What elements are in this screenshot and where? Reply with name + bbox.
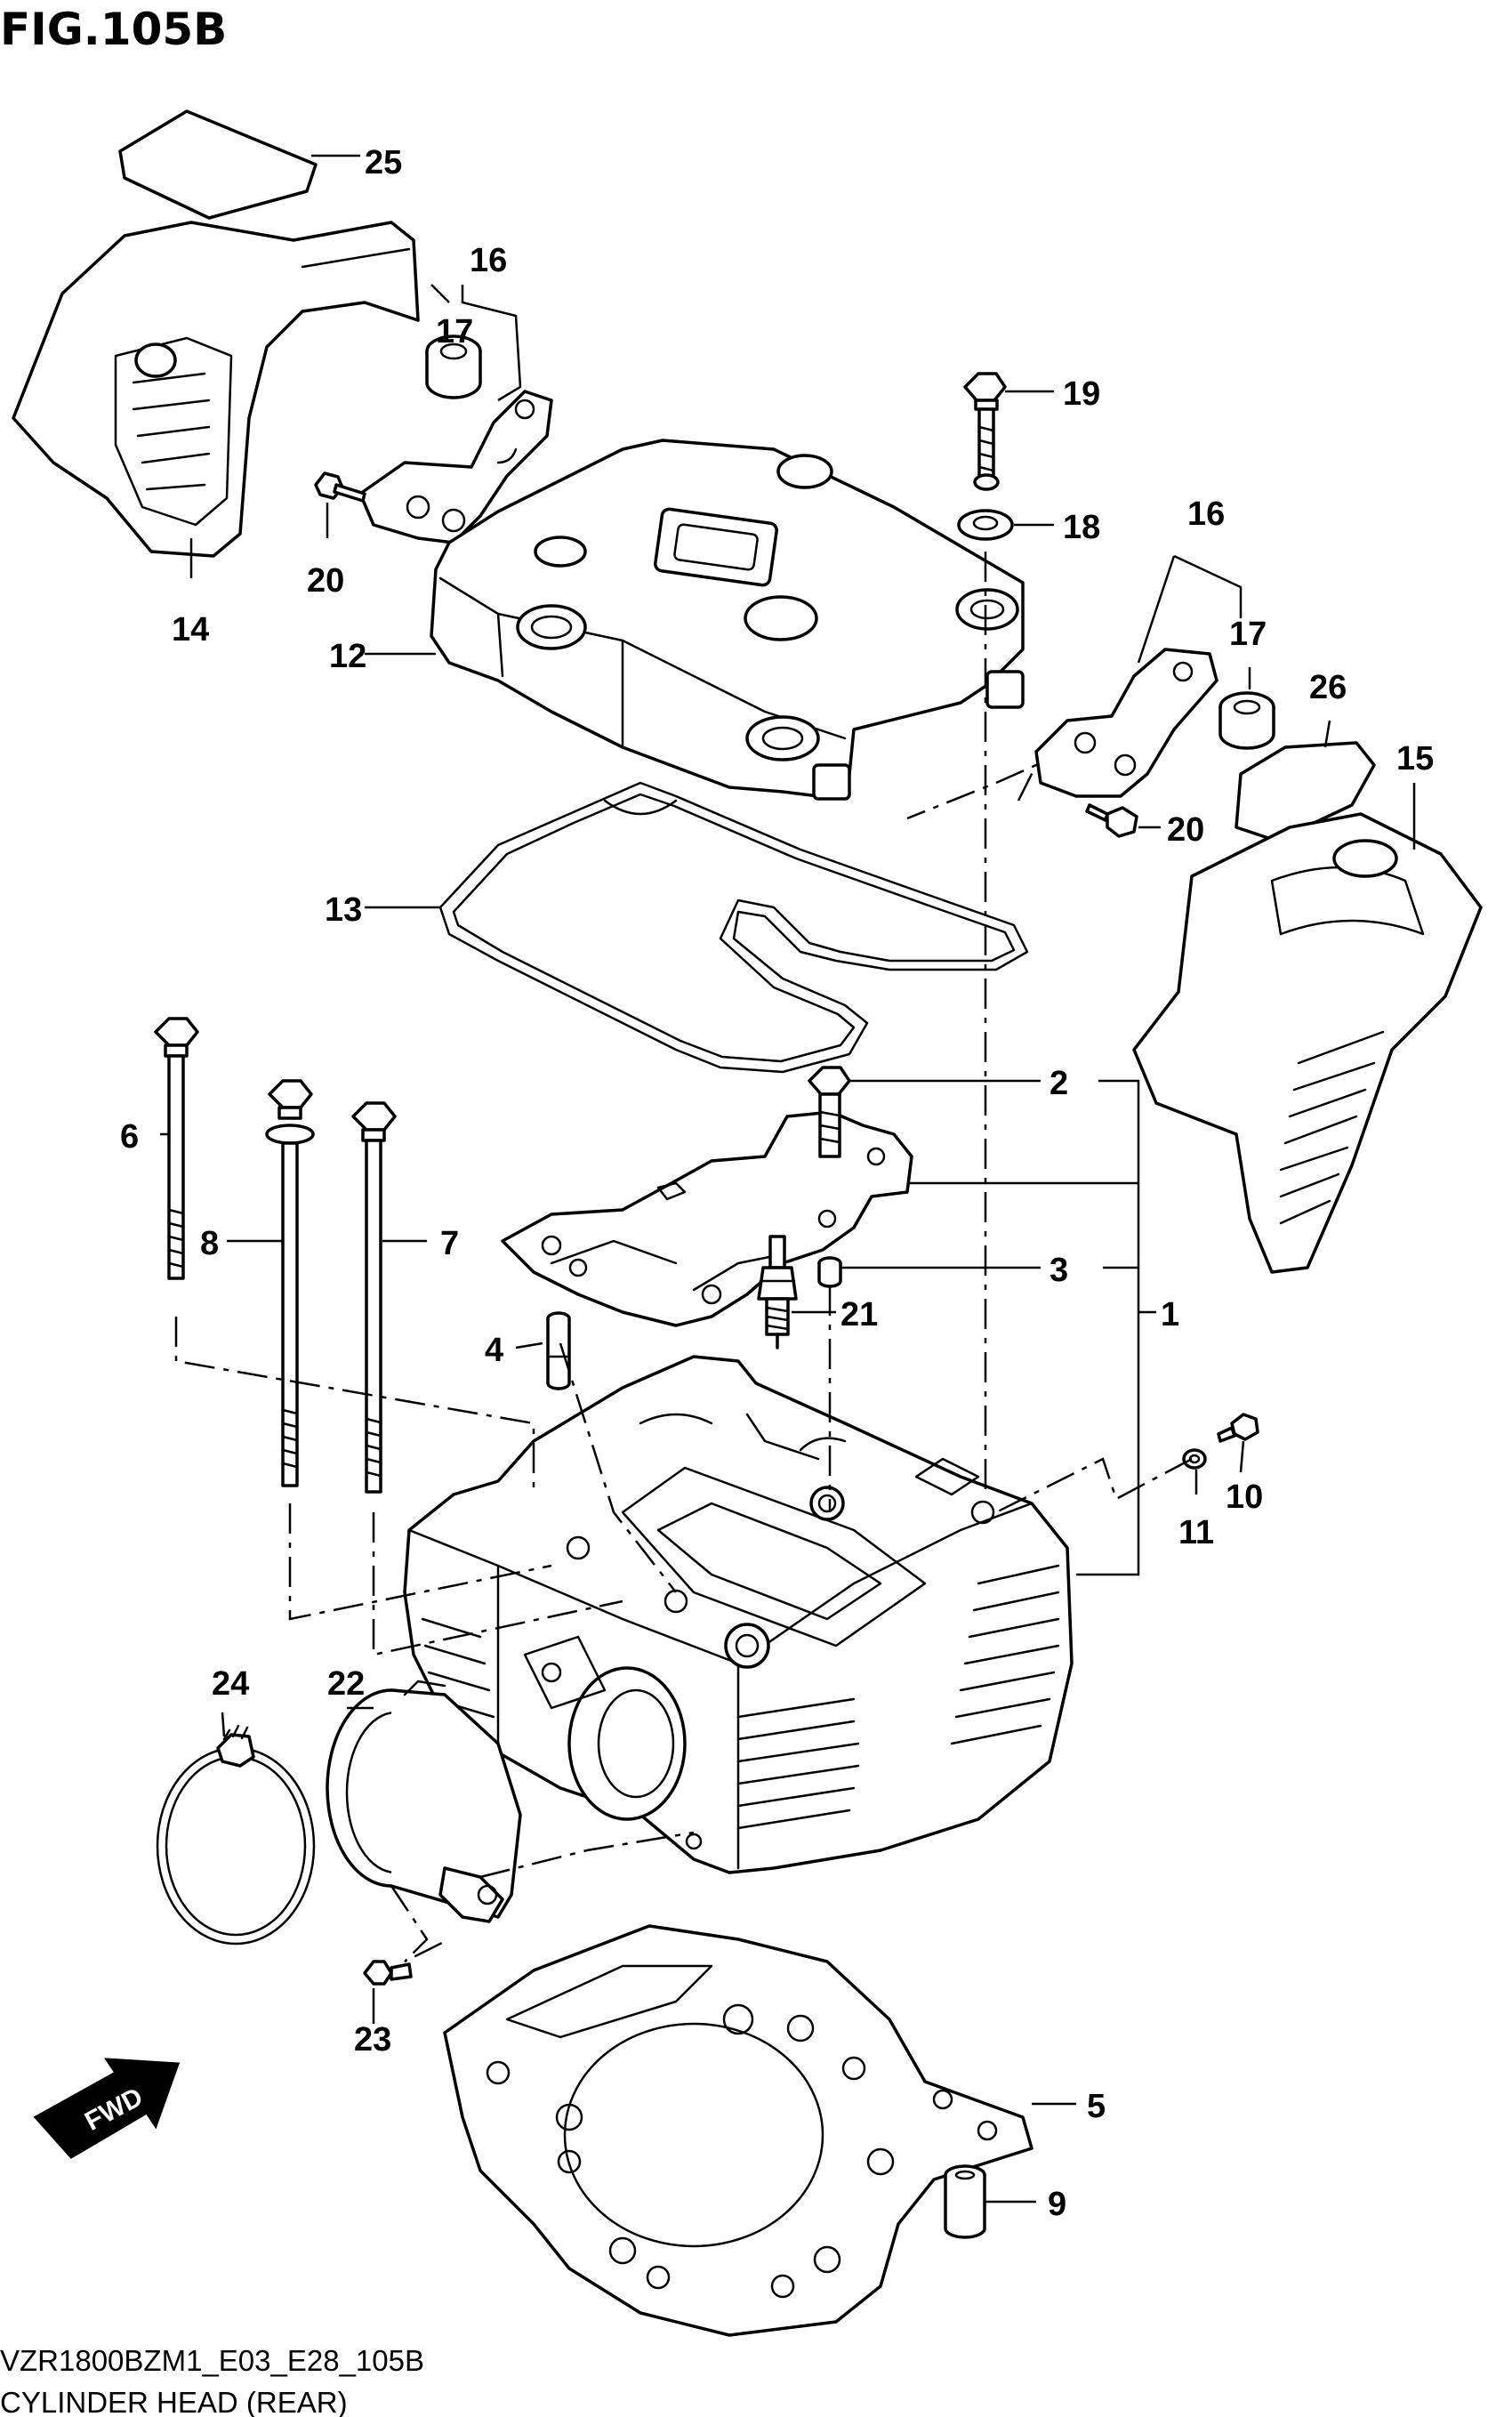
callout-23: 23 — [354, 2021, 391, 2058]
part-3-dowel-pin — [817, 1256, 842, 1288]
callout-6: 6 — [120, 1118, 139, 1156]
callout-16-left: 16 — [470, 242, 507, 279]
part-8-bolt — [265, 1079, 315, 1487]
figure-caption: CYLINDER HEAD (REAR) — [0, 2386, 348, 2417]
callout-20-left: 20 — [307, 562, 344, 600]
callout-26: 26 — [1309, 669, 1347, 706]
callout-18: 18 — [1063, 509, 1100, 546]
model-code: VZR1800BZM1_E03_E28_105B — [0, 2344, 424, 2377]
callout-21: 21 — [840, 1296, 878, 1333]
part-16-bracket-right — [1034, 648, 1218, 798]
part-5-head-gasket — [443, 1924, 1033, 2337]
part-16-bracket-left — [358, 390, 553, 544]
part-26-seal — [1235, 741, 1376, 842]
callout-24: 24 — [212, 1665, 249, 1703]
callout-17-left: 17 — [436, 313, 473, 350]
callout-22: 22 — [327, 1665, 365, 1703]
part-17-damper-left — [425, 334, 482, 399]
callout-10: 10 — [1226, 1478, 1263, 1516]
fwd-arrow-icon: FWD — [33, 2058, 181, 2159]
callout-3: 3 — [1050, 1252, 1068, 1289]
callout-2: 2 — [1050, 1065, 1068, 1102]
part-2-bolt — [808, 1066, 851, 1158]
callout-8: 8 — [200, 1225, 219, 1262]
callout-7: 7 — [440, 1225, 459, 1262]
part-17-damper-right — [1218, 691, 1275, 750]
callout-9: 9 — [1048, 2186, 1066, 2223]
part-2-camshaft-holder — [501, 1110, 913, 1327]
part-15-head-cover-right — [1132, 812, 1483, 1274]
part-20-bolt-left — [314, 471, 366, 503]
alignment-lines — [174, 552, 1193, 1963]
callout-1: 1 — [1161, 1296, 1179, 1333]
part-7-bolt — [351, 1101, 397, 1494]
part-14-head-cover-left — [12, 221, 420, 558]
part-11-washer — [1182, 1448, 1207, 1470]
figure-title: FIG.105B — [0, 4, 227, 55]
callout-20-right: 20 — [1167, 811, 1204, 849]
callout-labels: 25 14 16 17 20 12 19 18 16 17 26 15 20 1… — [120, 144, 1434, 2223]
part-9-dowel — [944, 2164, 986, 2239]
part-10-bolt — [1217, 1413, 1259, 1443]
part-6-bolt — [154, 1017, 199, 1280]
part-1-cylinder-head — [403, 1355, 1074, 1874]
part-20-bolt-right — [1085, 803, 1138, 838]
callout-14: 14 — [172, 611, 209, 649]
callout-12: 12 — [329, 638, 366, 675]
part-24-clamp — [156, 1724, 316, 1946]
callout-15: 15 — [1396, 740, 1434, 777]
callout-25: 25 — [365, 144, 402, 181]
callout-16-right: 16 — [1187, 495, 1225, 533]
part-25-seal — [118, 109, 318, 220]
part-12-cylinder-head-cover — [430, 439, 1025, 801]
callout-11: 11 — [1178, 1514, 1214, 1551]
callout-17-right: 17 — [1229, 616, 1267, 653]
callout-5: 5 — [1087, 2088, 1106, 2125]
part-19-bolt — [963, 372, 1007, 491]
part-23-screw — [363, 1960, 413, 1986]
callout-4: 4 — [485, 1332, 503, 1369]
part-21-spark-plug — [757, 1235, 798, 1349]
callout-13: 13 — [325, 891, 362, 929]
callout-19: 19 — [1063, 375, 1100, 413]
leader-lines — [160, 154, 1416, 2203]
part-13-cover-gasket — [438, 781, 1029, 1074]
part-18-washer — [957, 509, 1014, 541]
part-4-valve-guide — [546, 1311, 571, 1390]
